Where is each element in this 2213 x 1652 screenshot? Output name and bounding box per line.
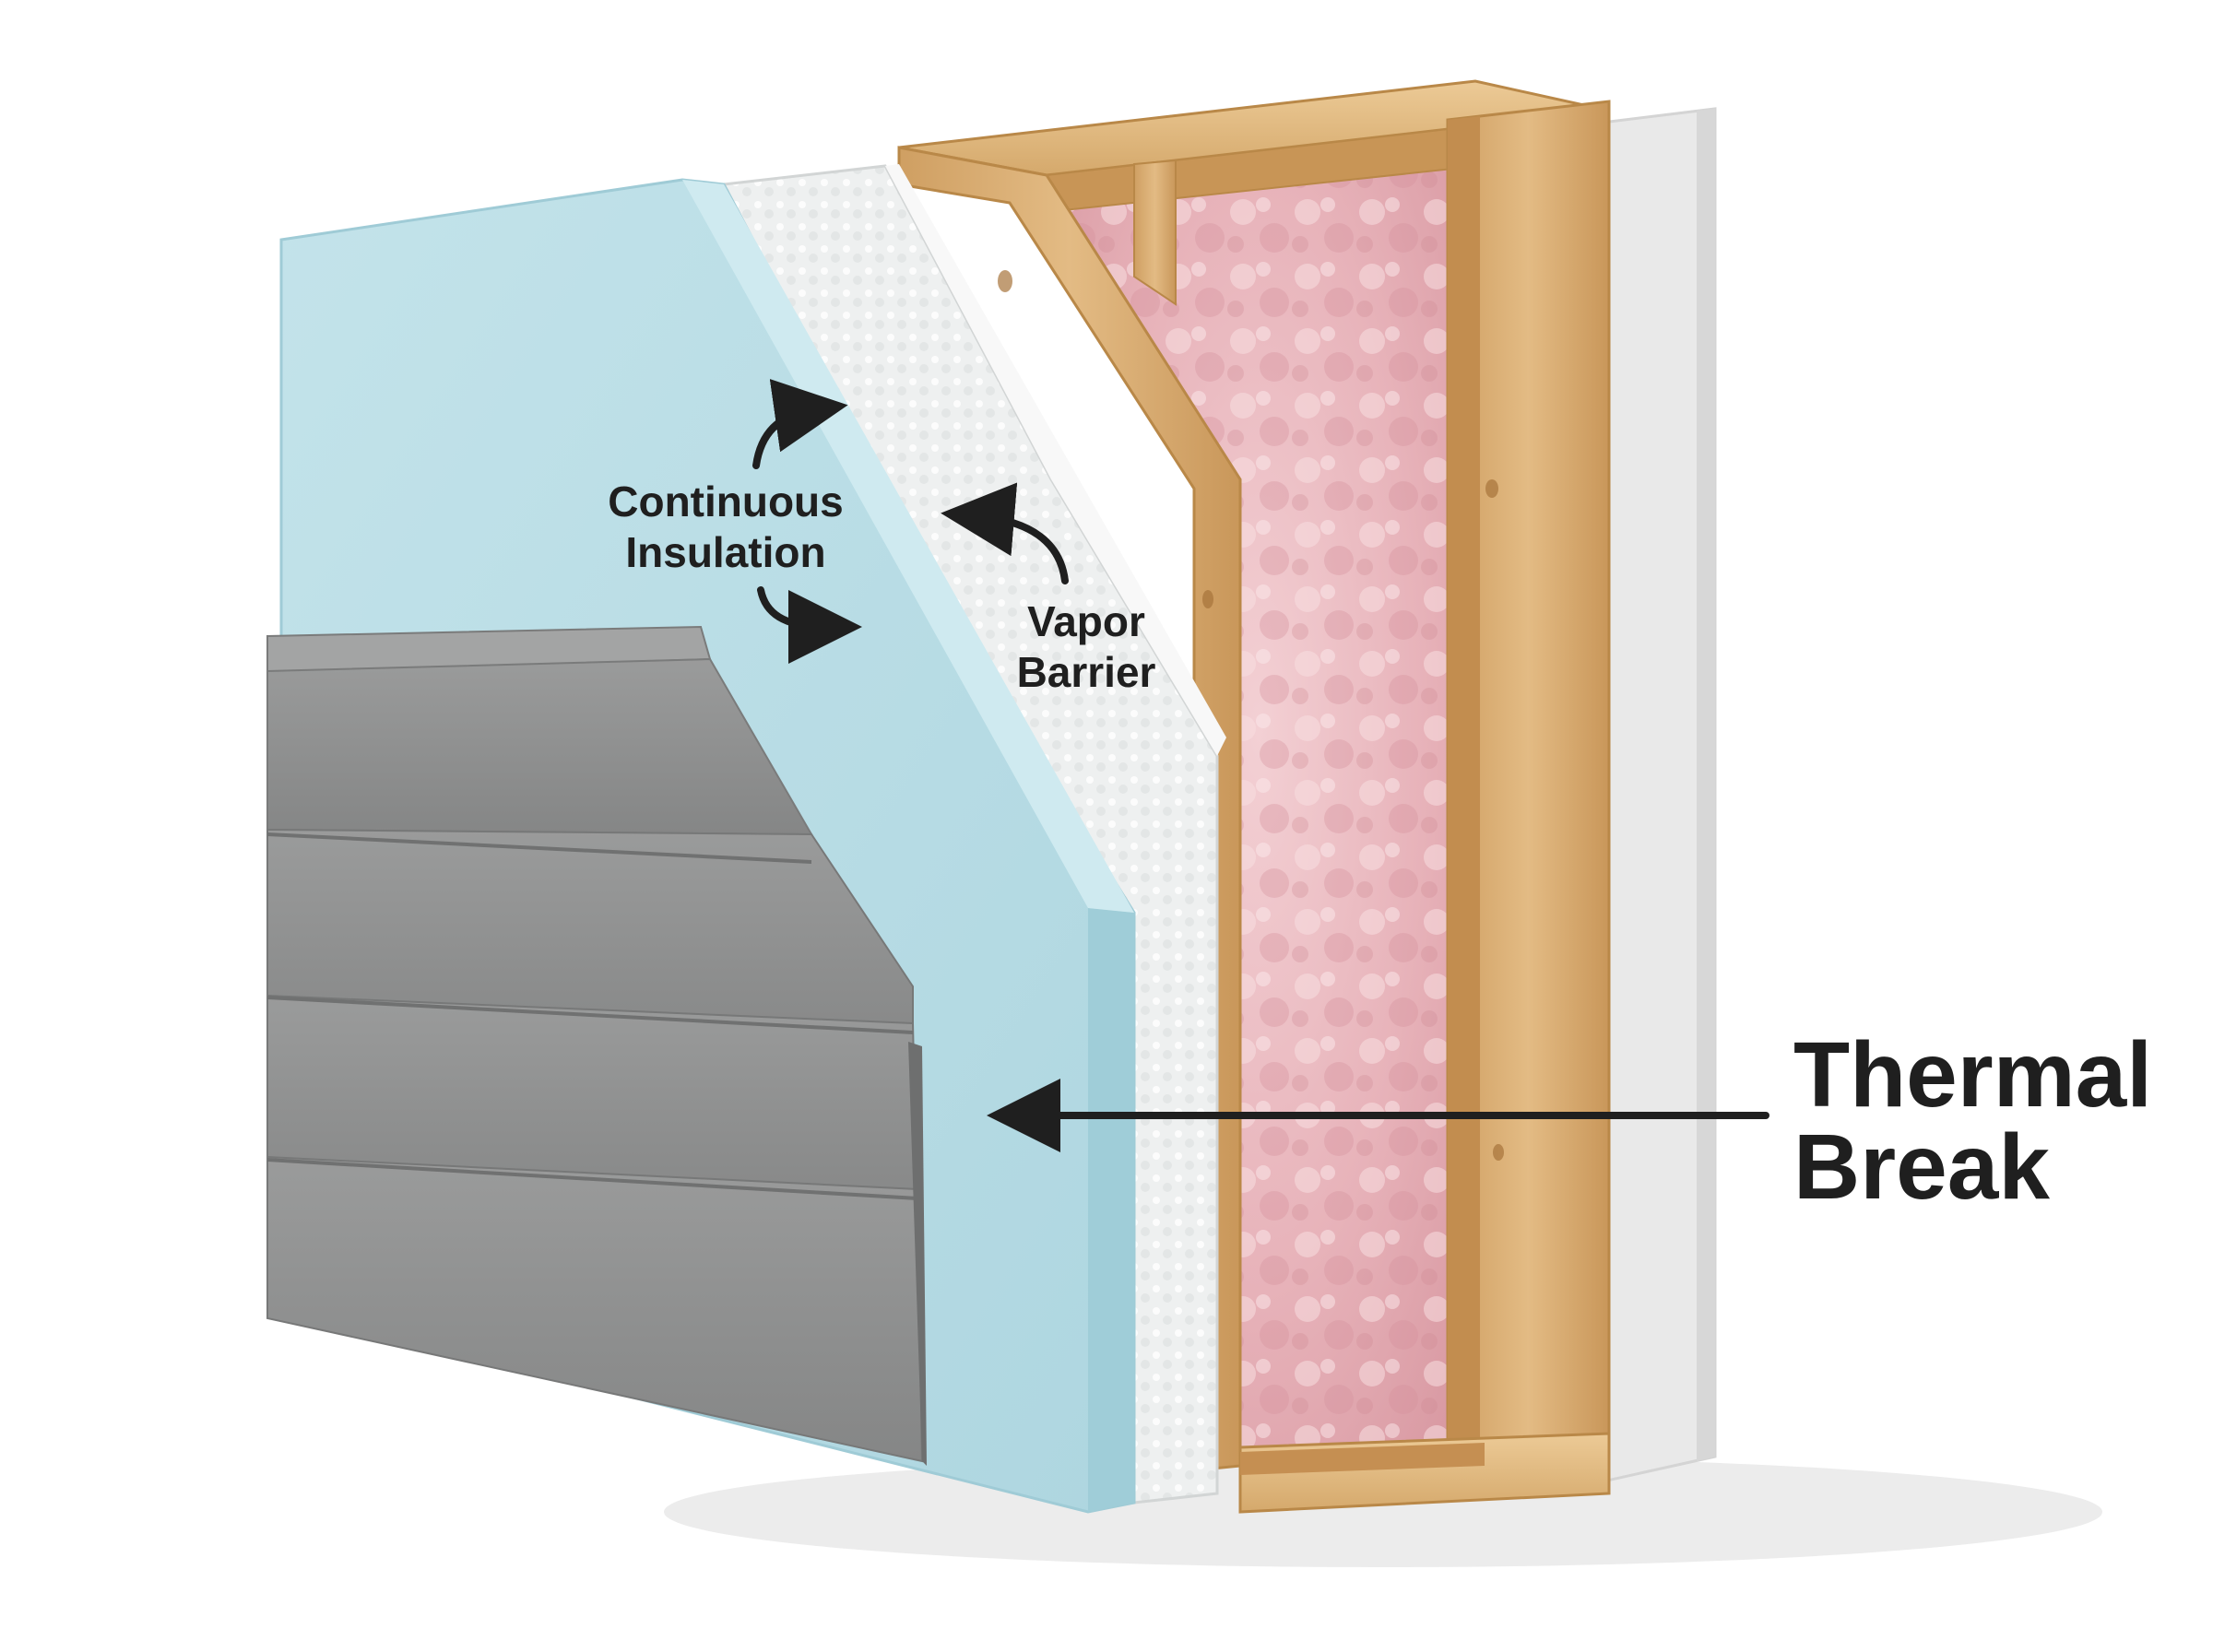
thermal-break-line2: Break — [1793, 1115, 2050, 1219]
vapor-barrier-line1: Vapor — [1027, 597, 1145, 645]
label-thermal-break: Thermal Break — [1793, 1023, 2152, 1219]
thermal-break-line1: Thermal — [1793, 1023, 2152, 1127]
vapor-barrier-line2: Barrier — [1017, 648, 1156, 696]
continuous-insulation-line2: Insulation — [625, 528, 825, 576]
continuous-insulation-line1: Continuous — [608, 478, 844, 525]
